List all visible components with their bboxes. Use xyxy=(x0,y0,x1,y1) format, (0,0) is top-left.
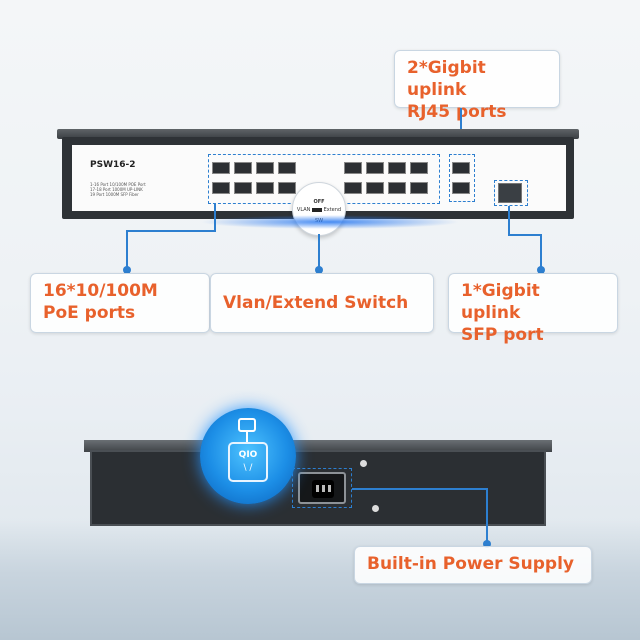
poe-port xyxy=(388,182,406,194)
poe-port xyxy=(410,162,428,174)
switch-off-label: OFF xyxy=(313,199,325,205)
plug-cord xyxy=(246,432,248,442)
plug-head xyxy=(238,418,256,432)
connector-sfp-horizontal xyxy=(508,234,542,236)
spec-line: 1-16 Port 10/100M POE Port xyxy=(90,182,146,187)
callout-poe: 16*10/100M PoE ports xyxy=(30,273,210,333)
switch-spec: 1-16 Port 10/100M POE Port 17-18 Port 10… xyxy=(90,182,146,197)
connector-poe-horizontal xyxy=(126,230,216,232)
switch-glow xyxy=(200,215,460,229)
sfp-port-outline xyxy=(494,180,528,206)
poe-port xyxy=(212,182,230,194)
callout-sfp-line1: 1*Gigbit uplink xyxy=(461,281,540,323)
poe-port xyxy=(366,162,384,174)
poe-port xyxy=(388,162,406,174)
poe-port xyxy=(256,182,274,194)
connector-dot xyxy=(483,540,491,548)
poe-port xyxy=(256,162,274,174)
switch-extend-label: Extend xyxy=(323,207,342,213)
plug-icon-symbol: \ / xyxy=(243,463,253,473)
connector-power-down xyxy=(486,488,488,544)
switch-mode-labels: VLAN Extend xyxy=(293,207,345,213)
uplink-port xyxy=(452,182,470,194)
switch-model: PSW16-2 xyxy=(90,160,136,170)
plug-icon-text: QIO xyxy=(238,450,258,460)
connector-sfp-vertical xyxy=(508,206,510,236)
poe-port xyxy=(344,182,362,194)
power-inlet-icon xyxy=(298,472,346,504)
poe-port xyxy=(344,162,362,174)
switch-vlan-label: VLAN xyxy=(296,207,311,213)
poe-port xyxy=(366,182,384,194)
sfp-port xyxy=(498,183,522,203)
poe-port xyxy=(234,162,252,174)
uplink-ports-outline xyxy=(449,154,475,202)
power-plug-icon: QIO \ / xyxy=(200,408,296,504)
callout-vlan: Vlan/Extend Switch xyxy=(210,273,434,333)
connector-poe-down xyxy=(126,230,128,270)
callout-power: Built-in Power Supply xyxy=(354,546,592,584)
callout-rj45-line1: 2*Gigbit uplink xyxy=(407,58,486,100)
callout-poe-line1: 16*10/100M xyxy=(43,281,158,301)
power-inlet-outline xyxy=(292,468,352,508)
spec-line: 19 Port 1000M SFP Fiber xyxy=(90,192,139,197)
callout-rj45-line2: RJ45 ports xyxy=(407,102,507,122)
screw xyxy=(360,460,367,467)
connector-power-horizontal xyxy=(352,488,486,490)
spec-line: 17-18 Port 1000M UP-LINK xyxy=(90,187,143,192)
poe-port xyxy=(278,162,296,174)
poe-port xyxy=(278,182,296,194)
poe-port xyxy=(410,182,428,194)
uplink-port xyxy=(452,162,470,174)
switch-front-top xyxy=(57,129,579,139)
callout-vlan-line1: Vlan/Extend Switch xyxy=(223,293,409,313)
callout-sfp-line2: SFP port xyxy=(461,325,544,345)
connector-dot xyxy=(537,266,545,274)
connector-poe-vertical xyxy=(214,204,216,232)
poe-port xyxy=(234,182,252,194)
connector-dot xyxy=(315,266,323,274)
callout-poe-line2: PoE ports xyxy=(43,303,136,323)
connector-sfp-down xyxy=(540,234,542,270)
poe-port xyxy=(212,162,230,174)
callout-sfp: 1*Gigbit uplink SFP port xyxy=(448,273,618,345)
callout-power-line1: Built-in Power Supply xyxy=(367,554,575,574)
connector-vlan xyxy=(318,234,320,270)
socket-outline: QIO \ / xyxy=(228,442,268,482)
callout-rj45: 2*Gigbit uplink RJ45 ports xyxy=(394,50,560,122)
screw xyxy=(372,505,379,512)
connector-dot xyxy=(123,266,131,274)
